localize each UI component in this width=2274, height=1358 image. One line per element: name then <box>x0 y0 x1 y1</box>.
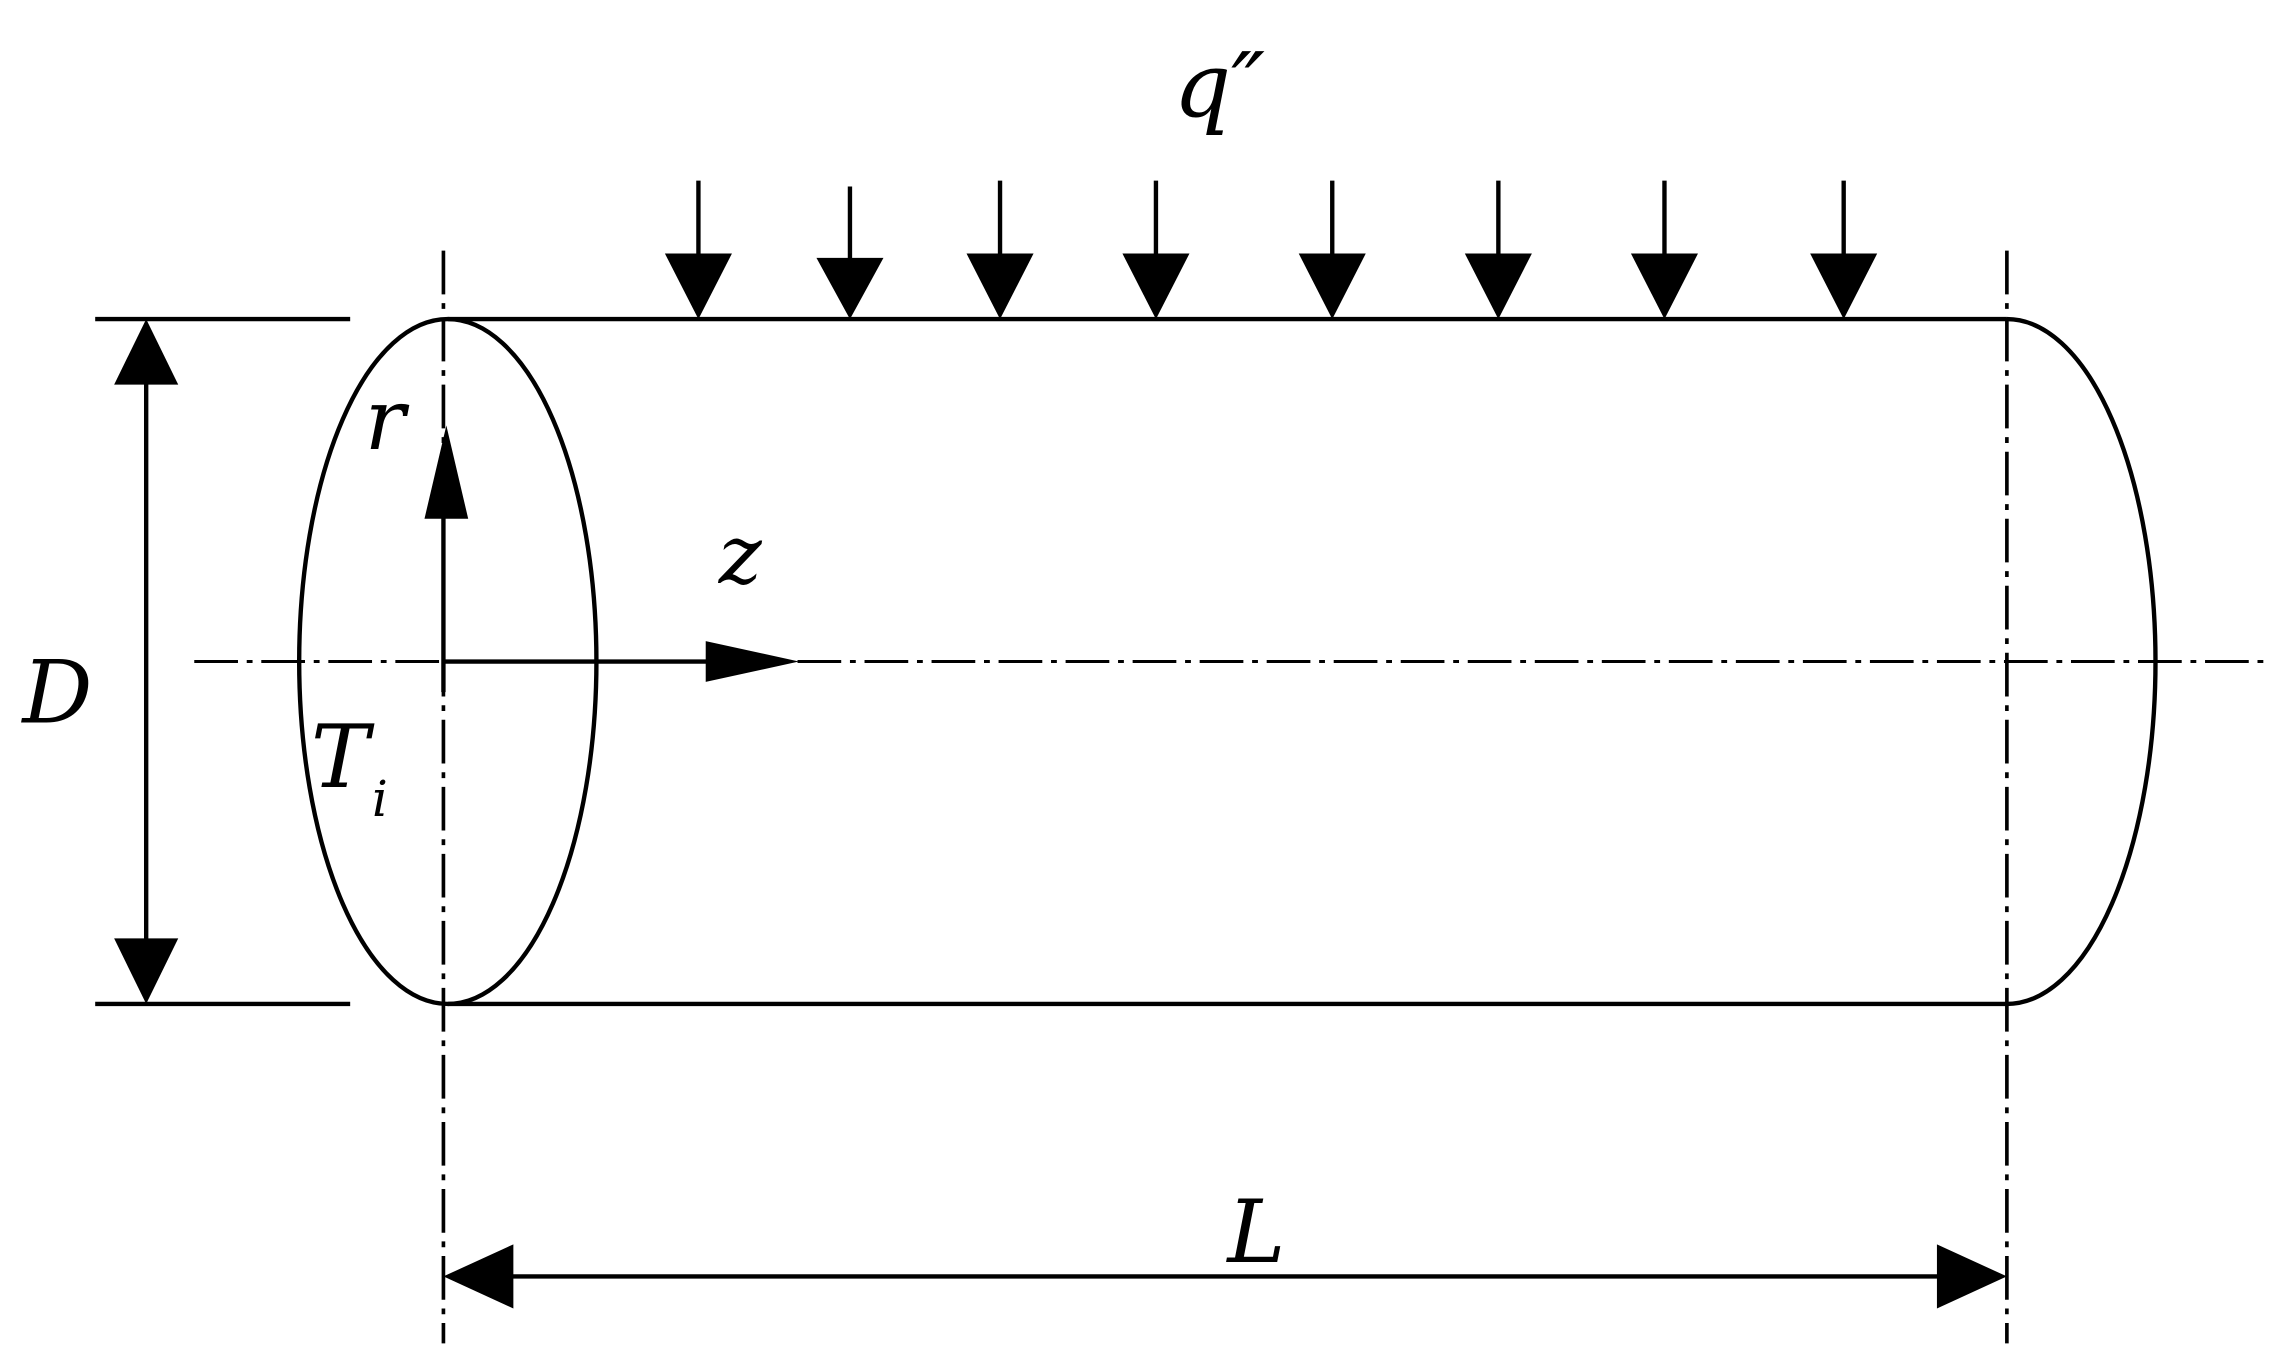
heat-flux-arrowhead-8 <box>1810 253 1878 320</box>
diameter-label: D <box>20 642 92 744</box>
diameter-arrow-top <box>114 319 179 385</box>
heat-flux-arrowhead-6 <box>1464 253 1532 320</box>
heat-flux-arrowhead-7 <box>1630 253 1698 320</box>
heat-flux-arrowhead-1 <box>664 253 732 320</box>
heat-flux-label: q″ <box>1173 34 1265 139</box>
heat-flux-arrows <box>696 180 1846 263</box>
axial-arrow-head <box>705 641 799 682</box>
heat-flux-arrowhead-4 <box>1122 253 1190 320</box>
diameter-arrow-bottom <box>114 938 179 1004</box>
length-arrow-left <box>443 1244 514 1309</box>
length-label: L <box>1225 1181 1285 1283</box>
heat-flux-arrowhead-2 <box>816 257 884 320</box>
heat-flux-arrowhead-5 <box>1298 253 1366 320</box>
radial-label: r <box>365 371 410 469</box>
inlet-temperature-label: T <box>311 706 375 808</box>
radial-arrow-head <box>424 425 469 519</box>
heat-flux-arrowheads <box>664 253 1878 320</box>
heat-flux-arrowhead-3 <box>966 253 1034 320</box>
axial-label: z <box>718 508 763 603</box>
inlet-temperature-subscript: i <box>372 770 388 828</box>
length-arrow-right <box>1936 1244 2007 1309</box>
